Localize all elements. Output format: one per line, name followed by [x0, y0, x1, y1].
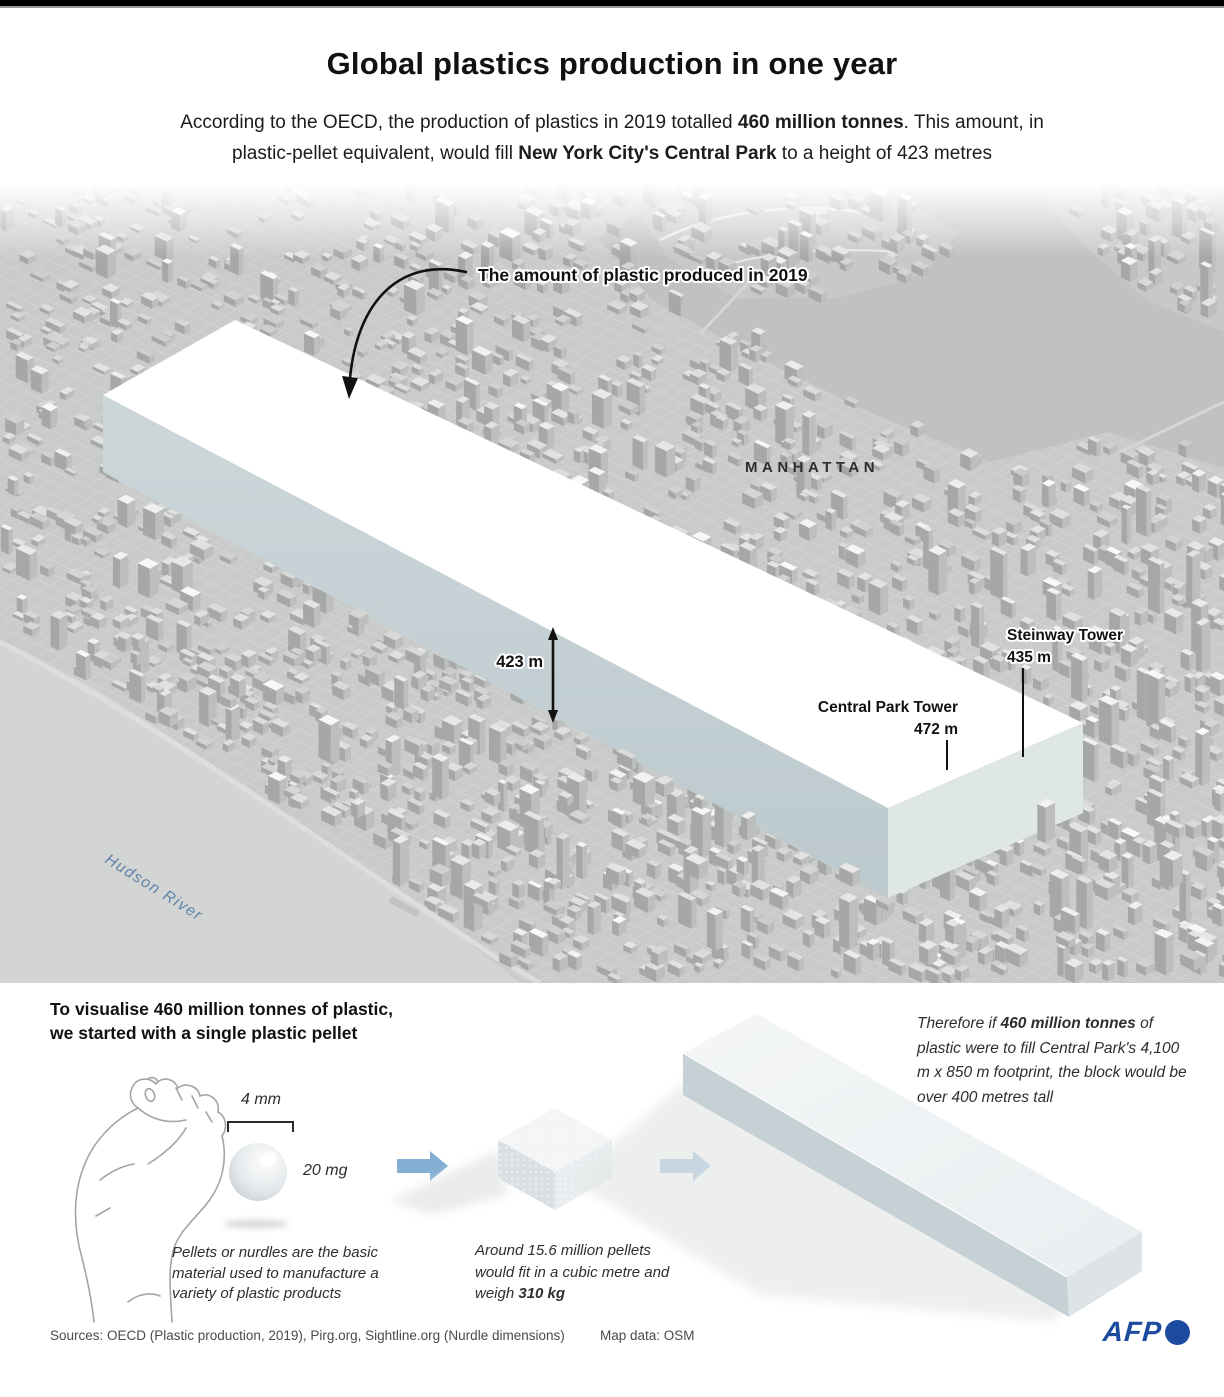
plastic-block-top-face — [103, 320, 1083, 808]
curved-arrow — [348, 267, 468, 380]
pellet-highlight — [259, 1152, 277, 1166]
subtitle-bold-tonnes: 460 million tonnes — [737, 112, 904, 133]
subtitle-bold-park: New York City's Central Park — [518, 142, 777, 164]
plastic-block-front-face — [103, 395, 888, 898]
cpt-name: Central Park Tower — [818, 699, 958, 716]
map-data-credit: Map data: OSM — [600, 1328, 695, 1343]
hand-illustration — [74, 1076, 227, 1323]
measure-bracket — [227, 1121, 294, 1132]
cube-top-dots — [498, 1108, 612, 1172]
hand-outline — [74, 1078, 227, 1323]
afp-logo-text: AFP — [1101, 1316, 1164, 1347]
manhattan-label: MANHATTAN — [745, 459, 879, 476]
cube-left-dots — [498, 1140, 555, 1210]
wrist-crease — [127, 1293, 161, 1303]
cube-caption: Around 15.6 million pellets would fit in… — [475, 1240, 675, 1305]
result-caption: Therefore if 460 million tonnes of plast… — [917, 1012, 1191, 1110]
cube-caption-text: Around 15.6 million pellets would fit in… — [475, 1242, 670, 1302]
result-caption-pre: Therefore if — [917, 1015, 1001, 1032]
pellet-caption: Pellets or nurdles are the basic materia… — [172, 1244, 379, 1302]
result-caption-post: of plastic were to fill Central Park's 4… — [917, 1015, 1187, 1106]
cpt-height: 472 m — [914, 721, 958, 738]
pellet-sphere — [229, 1143, 287, 1201]
block-height-label: 423 m — [496, 653, 543, 671]
bridge — [698, 266, 764, 336]
height-arrow-top — [548, 627, 558, 640]
steinway-tower-label: Steinway Tower 435 m — [1005, 625, 1125, 757]
cube-caption-bold: 310 kg — [518, 1285, 566, 1302]
flow-arrow-1 — [397, 1151, 448, 1181]
pellet-explainer-graphics — [74, 1014, 1142, 1323]
pellet-shadow — [223, 1219, 289, 1229]
sources-credit: Sources: OECD (Plastic production, 2019)… — [50, 1328, 565, 1343]
pellet-diagram — [223, 1121, 294, 1229]
central-park-tower-label: Central Park Tower 472 m — [816, 697, 960, 770]
hudson-river-water — [0, 640, 520, 983]
page-subtitle: According to the OECD, the production of… — [162, 108, 1062, 170]
plastic-amount-label: The amount of plastic produced in 2019 — [478, 265, 808, 285]
intro-line-2: we started with a single plastic pellet — [50, 1023, 358, 1043]
city-buildings-foreground — [16, 510, 1224, 982]
result-caption-bold: 460 million tonnes — [1000, 1015, 1136, 1032]
plastic-block-end-face — [888, 723, 1083, 898]
afp-logo: AFP — [1101, 1316, 1190, 1348]
map-top-fade — [0, 183, 1224, 258]
pellet-weight-label: 20 mg — [303, 1162, 348, 1179]
bridge-2 — [1119, 400, 1224, 454]
thumb-crease — [147, 1127, 187, 1165]
result-block-shadow — [570, 1078, 1067, 1322]
fingernail — [144, 1087, 156, 1103]
pellet-width-label: 4 mm — [241, 1091, 281, 1108]
pellet-intro-text: To visualise 460 million tonnes of plast… — [50, 997, 393, 1045]
subtitle-text-mid: . This amount, in plastic-pellet equival… — [232, 112, 1044, 164]
finger-creases — [175, 1087, 213, 1123]
plastic-block — [103, 320, 1083, 898]
pier — [388, 896, 420, 918]
palm-creases — [95, 1163, 135, 1217]
subtitle-text-post: to a height of 423 metres — [776, 142, 992, 164]
curved-arrow-head — [342, 376, 358, 399]
result-block-end-face — [1067, 1232, 1142, 1317]
steinway-name: Steinway Tower — [1007, 627, 1123, 644]
height-annotation: 423 m — [494, 627, 558, 723]
result-block — [570, 1014, 1142, 1322]
height-arrow-bottom — [548, 710, 558, 723]
subtitle-text: According to the OECD, the production of… — [180, 112, 738, 133]
page-title: Global plastics production in one year — [326, 46, 898, 81]
top-border-bar — [0, 0, 1224, 8]
steinway-height: 435 m — [1007, 649, 1051, 666]
shore-highway — [0, 639, 542, 983]
afp-logo-circle-icon — [1165, 1319, 1190, 1345]
thumb-line — [137, 1107, 187, 1123]
result-block-top-face — [683, 1014, 1142, 1277]
result-block-edge-highlight — [682, 1052, 1068, 1278]
manhattan-3d-map: The amount of plastic produced in 2019 M… — [0, 183, 1224, 983]
intro-line-1: To visualise 460 million tonnes of plast… — [50, 999, 393, 1019]
result-block-front-face — [683, 1053, 1069, 1317]
cube-shadow — [390, 1150, 507, 1215]
